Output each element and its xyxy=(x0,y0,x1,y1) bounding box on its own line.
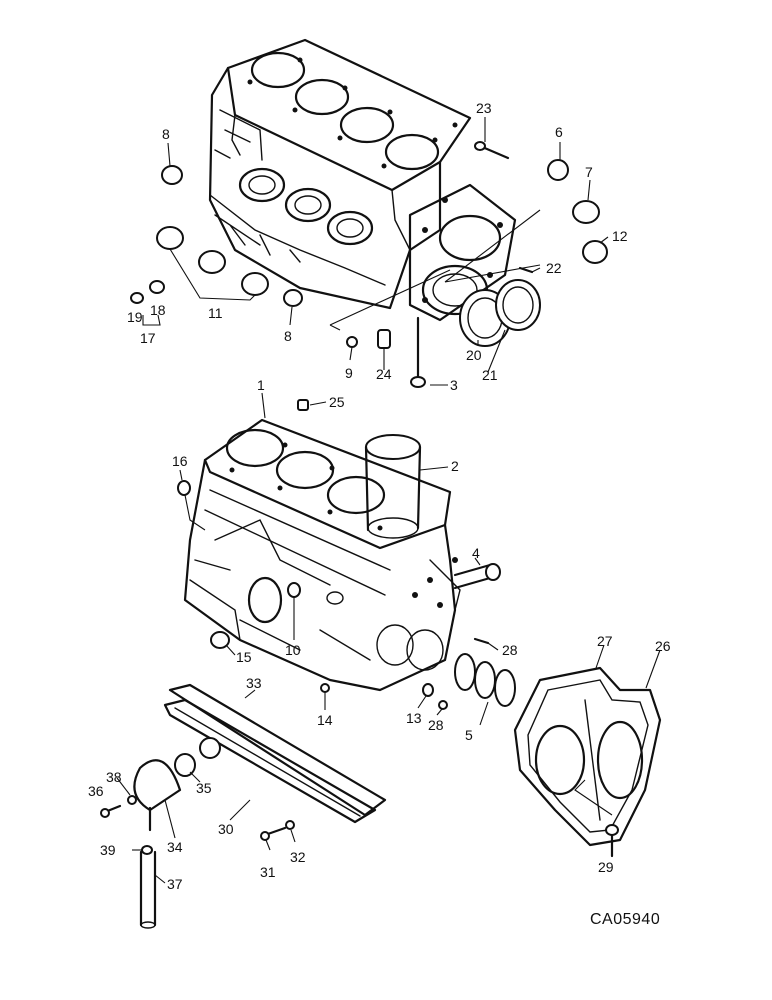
callout-36: 36 xyxy=(88,783,104,799)
callout-31: 31 xyxy=(260,864,276,880)
callout-13: 13 xyxy=(406,710,422,726)
callout-33: 33 xyxy=(246,675,262,691)
callout-8-bottom: 8 xyxy=(284,328,292,344)
callout-7: 7 xyxy=(585,164,593,180)
callout-14: 14 xyxy=(317,712,333,728)
callout-15: 15 xyxy=(236,649,252,665)
callout-24: 24 xyxy=(376,366,392,382)
middle-leaders xyxy=(179,392,661,816)
upper-leaders xyxy=(142,117,609,386)
middle-loose-parts xyxy=(177,399,662,858)
callout-38: 38 xyxy=(106,769,122,785)
callout-6: 6 xyxy=(555,124,563,140)
callout-26: 26 xyxy=(655,638,671,654)
callout-12: 12 xyxy=(612,228,628,244)
callout-34: 34 xyxy=(167,839,183,855)
callout-4: 4 xyxy=(472,545,480,561)
callout-23: 23 xyxy=(476,100,492,116)
side-cover-assembly xyxy=(100,683,387,929)
callout-21: 21 xyxy=(482,367,498,383)
callout-labels: 8 6 23 7 12 22 11 19 18 17 8 9 24 20 21 … xyxy=(88,100,671,928)
callout-39: 39 xyxy=(100,842,116,858)
callout-20: 20 xyxy=(466,347,482,363)
callout-10: 10 xyxy=(285,642,301,658)
callout-35: 35 xyxy=(196,780,212,796)
callout-29: 29 xyxy=(598,859,614,875)
callout-37: 37 xyxy=(167,876,183,892)
callout-28-lower: 28 xyxy=(428,717,444,733)
figure-code: CA05940 xyxy=(590,911,660,928)
callout-27: 27 xyxy=(597,633,613,649)
lower-cylinder-block xyxy=(183,418,461,692)
callout-16: 16 xyxy=(172,453,188,469)
callout-30: 30 xyxy=(218,821,234,837)
callout-11: 11 xyxy=(208,305,223,321)
upper-cylinder-block xyxy=(208,38,517,322)
callout-32: 32 xyxy=(290,849,306,865)
callout-22: 22 xyxy=(546,260,562,276)
callout-17: 17 xyxy=(140,330,156,346)
callout-19: 19 xyxy=(127,309,143,325)
callout-25: 25 xyxy=(329,394,345,410)
bottom-leaders xyxy=(116,689,296,884)
callout-18: 18 xyxy=(150,302,166,318)
callout-9: 9 xyxy=(345,365,353,381)
callout-28-right: 28 xyxy=(502,642,518,658)
callout-3: 3 xyxy=(450,377,458,393)
callout-8-top: 8 xyxy=(162,126,170,142)
callout-5: 5 xyxy=(465,727,473,743)
callout-1: 1 xyxy=(257,377,265,393)
callout-2: 2 xyxy=(451,458,459,474)
upper-loose-parts xyxy=(130,141,608,388)
